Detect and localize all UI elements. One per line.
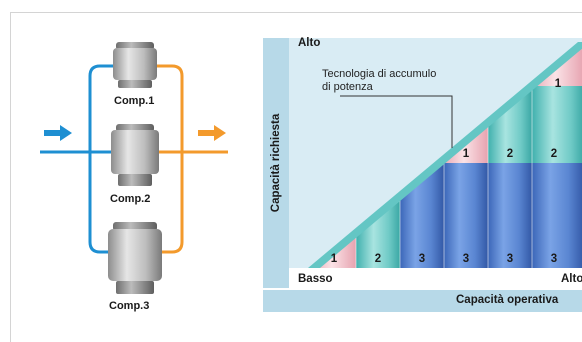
callout-line-1: Tecnologia di accumulo [322, 68, 437, 80]
compressor-3-label: Comp.3 [109, 300, 150, 312]
compressor-3-icon [108, 222, 162, 294]
capacity-diagonal-band [308, 42, 582, 268]
segment-label: 1 [330, 253, 338, 265]
outlet-arrow-icon [198, 125, 226, 141]
piping [40, 64, 228, 254]
y-axis-high-label: Alto [298, 37, 321, 49]
segment-label: 2 [550, 148, 558, 160]
bar-col2-teal [356, 192, 400, 268]
compressor-1-icon [113, 42, 157, 88]
segment-label: 3 [506, 253, 514, 265]
segment-label: 3 [462, 253, 470, 265]
bar-col6-teal [532, 86, 582, 163]
compressor-1-label: Comp.1 [114, 95, 155, 107]
segment-label: 1 [462, 148, 470, 160]
bar-col5-blue [488, 163, 532, 268]
chart-bars [308, 42, 582, 268]
bar-col4-blue [444, 163, 488, 268]
pipe-blue-loop [88, 64, 120, 254]
diagram-canvas: Comp.1 Comp.2 Comp.3 Capacità richiesta … [10, 12, 582, 342]
callout-line-2: di potenza [322, 81, 373, 93]
segment-label: 2 [506, 148, 514, 160]
bar-col6-blue [532, 163, 582, 268]
segment-label: 2 [374, 253, 382, 265]
compressor-2-label: Comp.2 [110, 193, 151, 205]
compressor-2-icon [111, 124, 159, 186]
diagram-svg [40, 38, 582, 312]
x-axis-high-label: Alto [561, 273, 582, 285]
pipe-orange-loop [150, 64, 184, 254]
figure-frame [10, 12, 582, 342]
segment-label: 3 [418, 253, 426, 265]
inlet-arrow-icon [44, 125, 72, 141]
segment-label: 1 [554, 78, 562, 90]
callout-text: Tecnologia di accumulo di potenza [322, 68, 436, 94]
x-axis-low-label: Basso [298, 273, 333, 285]
y-axis-band [263, 38, 289, 288]
bar-col5-teal [488, 86, 532, 163]
callout-leader [340, 95, 453, 148]
x-axis-band [263, 290, 582, 312]
segment-label: 3 [550, 253, 558, 265]
x-axis-label: Capacità operativa [456, 294, 559, 306]
y-axis-label: Capacità richiesta [270, 113, 282, 213]
